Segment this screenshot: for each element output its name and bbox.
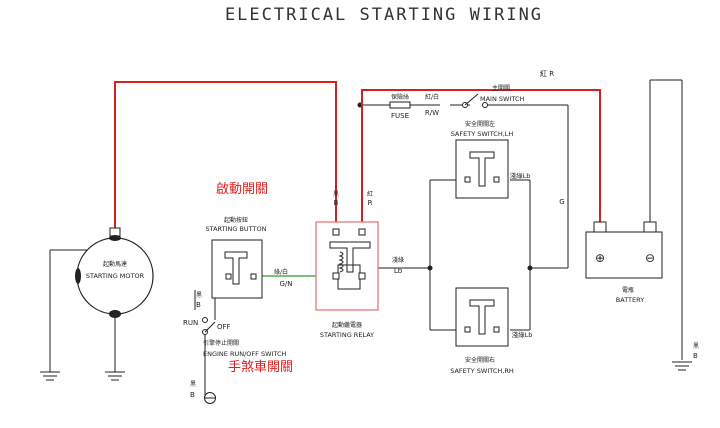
main-switch-cjk: 主開關 [492, 84, 510, 92]
junction-dot [527, 265, 533, 271]
battery-cjk-label: 電瓶 [622, 286, 634, 294]
battery-minus-icon: ⊖ [645, 251, 655, 265]
battery: ⊕ ⊖ 電瓶 BATTERY [585, 221, 663, 304]
safety-switch-rh: 淺綠Lb 安全開關右 SAFETY SWITCH,RH [450, 287, 533, 375]
button-wire-cjk: 綠/白 [274, 268, 288, 276]
brake-switch-annotation: 手煞車開關 [228, 360, 293, 375]
fuse-cjk-label: 保險絲 [391, 93, 409, 101]
engine-run-label: RUN [183, 319, 198, 327]
red-r-top-label: 紅 R [540, 69, 554, 78]
ground-b-label: B [693, 352, 698, 360]
relay-lb-label: Lb [394, 267, 403, 275]
battery-plus-icon: ⊕ [595, 251, 605, 265]
safety-rh-cjk: 安全開關右 [465, 356, 495, 364]
fuse: 保險絲 FUSE [389, 93, 411, 120]
relay-b-label: B [334, 199, 339, 207]
diagram-title: ELECTRICAL STARTING WIRING [225, 5, 543, 25]
junction-dot [427, 265, 433, 271]
engine-b-label: B [196, 301, 201, 309]
safety-lh-wire-label: 淺綠Lb [510, 171, 531, 180]
relay-label: STARTING RELAY [320, 331, 374, 339]
fuse-wire-cjk: 紅/白 [425, 93, 439, 101]
engine-b-cjk: 黑 [196, 292, 202, 299]
starting-motor: 起動馬達 STARTING MOTOR [75, 227, 154, 318]
starting-relay: 黑 B 紅 R 起動繼電器 STARTING RELAY [315, 190, 379, 339]
main-switch-label: MAIN SWITCH [480, 95, 524, 103]
fuse-wire-label: R/W [425, 109, 439, 117]
bottom-b-cjk: 黑 [190, 381, 196, 388]
relay-lb-cjk: 淺綠 [392, 256, 404, 264]
engine-switch-label: ENGINE RUN/OFF SWITCH [203, 350, 287, 358]
bottom-b-label: B [190, 391, 195, 399]
red-wires [114, 81, 601, 230]
button-wire-label: G/N [279, 280, 292, 288]
button-label: STARTING BUTTON [206, 225, 267, 233]
fuse-label: FUSE [391, 112, 409, 120]
start-switch-annotation: 啟動開關 [216, 182, 268, 197]
safety-rh-wire-label: 淺綠Lb [512, 330, 533, 339]
safety-switch-lh: 安全開關左 SAFETY SWITCH,LH 淺綠Lb [451, 120, 531, 199]
button-cjk-label: 起動按鈕 [224, 216, 248, 224]
safety-lh-cjk: 安全開關左 [465, 120, 495, 128]
green-g-label: G [559, 198, 564, 206]
starting-button: 起動按鈕 STARTING BUTTON [206, 216, 267, 299]
engine-run-off-switch: 黑 B RUN OFF 引擎停止開關 ENGINE RUN/OFF SWITCH… [183, 292, 287, 404]
main-switch: 主開關 MAIN SWITCH [462, 84, 524, 108]
relay-r-cjk: 紅 [367, 190, 373, 198]
black-wires [40, 79, 692, 395]
battery-label: BATTERY [616, 296, 644, 304]
ground-b-cjk: 黑 [693, 343, 699, 350]
relay-r-label: R [368, 199, 373, 207]
engine-off-label: OFF [217, 323, 231, 331]
safety-lh-label: SAFETY SWITCH,LH [451, 130, 514, 138]
motor-label: STARTING MOTOR [86, 272, 145, 280]
relay-cjk-label: 起動繼電器 [332, 321, 362, 329]
engine-switch-cjk: 引擎停止開關 [203, 339, 239, 347]
safety-rh-label: SAFETY SWITCH,RH [450, 367, 514, 375]
motor-cjk-label: 起動馬達 [103, 260, 127, 268]
relay-b-cjk: 黑 [333, 191, 339, 198]
